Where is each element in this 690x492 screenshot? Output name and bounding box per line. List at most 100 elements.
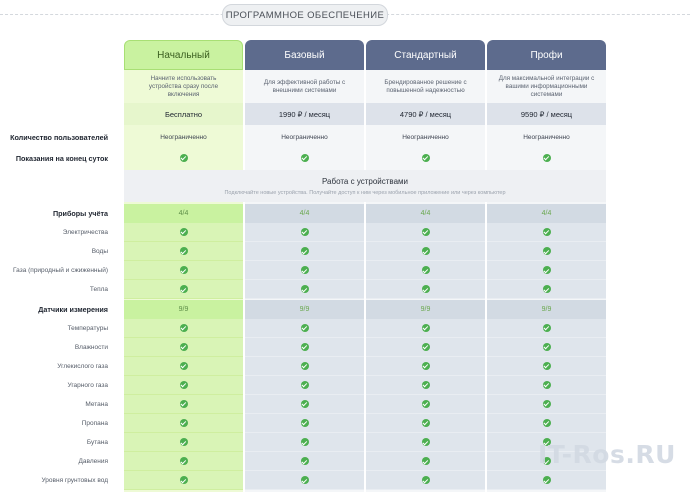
feature-check xyxy=(124,452,243,472)
check-icon xyxy=(542,342,551,351)
check-icon xyxy=(300,285,309,294)
check-icon xyxy=(421,438,430,447)
plan-description: Начните использовать устройства сразу по… xyxy=(148,75,219,98)
plan-description: Для эффективной работы с внешними систем… xyxy=(263,79,346,94)
check-icon xyxy=(421,400,430,409)
feature-check xyxy=(487,395,606,415)
plan-price: 4790 ₽ / месяц xyxy=(366,103,485,125)
feature-check xyxy=(245,242,364,262)
group-label: Датчики измерения xyxy=(38,304,108,314)
feature-check xyxy=(124,414,243,434)
group-count: 9/9 xyxy=(487,299,606,319)
feature-check xyxy=(124,318,243,338)
feature-label: Бутана xyxy=(86,439,108,447)
check-icon xyxy=(179,476,188,485)
work-section-subtitle: Подключайте новые устройства. Получайте … xyxy=(224,189,506,196)
plan-header-0[interactable]: Начальный xyxy=(124,40,243,70)
feature-label: Пропана xyxy=(81,420,108,428)
feature-check xyxy=(124,471,243,491)
plan-price: 9590 ₽ / месяц xyxy=(487,103,606,125)
check-icon xyxy=(179,361,188,370)
watermark-text: IT-Ros.RU xyxy=(538,440,676,469)
plan-price: Бесплатно xyxy=(124,103,243,125)
feature-check xyxy=(366,261,485,281)
check-icon xyxy=(300,457,309,466)
check-icon xyxy=(421,228,430,237)
feature-label: Уровня грунтовых вод xyxy=(41,477,108,485)
feature-label: Угарного газа xyxy=(67,381,108,389)
check-icon xyxy=(300,266,309,275)
feature-check xyxy=(245,337,364,357)
feature-check xyxy=(245,471,364,491)
check-icon xyxy=(542,457,551,466)
plan-description: Для максимальной интеграции с вашими инф… xyxy=(498,75,595,98)
feature-check xyxy=(487,337,606,357)
plan-header-2[interactable]: Стандартный xyxy=(366,40,485,70)
check-icon xyxy=(179,247,188,256)
group-count: 4/4 xyxy=(366,204,485,224)
check-icon xyxy=(542,361,551,370)
plan-header-3[interactable]: Профи xyxy=(487,40,606,70)
check-icon xyxy=(421,419,430,428)
feature-check xyxy=(487,318,606,338)
check-icon xyxy=(300,400,309,409)
feature-check xyxy=(124,337,243,357)
feature-check xyxy=(366,318,485,338)
check-icon xyxy=(300,380,309,389)
check-icon xyxy=(300,342,309,351)
check-icon xyxy=(179,154,188,162)
feature-label: Углекислого газа xyxy=(57,362,108,370)
check-icon xyxy=(300,438,309,447)
feature-check xyxy=(366,375,485,395)
check-icon xyxy=(542,438,551,447)
feature-label: Давления xyxy=(78,458,108,466)
feature-check xyxy=(245,223,364,243)
readings-check xyxy=(124,148,243,168)
check-icon xyxy=(421,380,430,389)
feature-check xyxy=(366,337,485,357)
feature-check xyxy=(124,223,243,243)
feature-label: Электричества xyxy=(62,229,108,237)
plan-description: Брендированное решение с повышенной наде… xyxy=(384,79,467,94)
group-count: 4/4 xyxy=(487,204,606,224)
feature-check xyxy=(245,318,364,338)
feature-check xyxy=(366,242,485,262)
check-icon xyxy=(179,228,188,237)
check-icon xyxy=(300,419,309,428)
users-value: Неограниченно xyxy=(245,127,364,147)
check-icon xyxy=(179,457,188,466)
feature-check xyxy=(366,414,485,434)
feature-check xyxy=(487,242,606,262)
feature-check xyxy=(487,452,606,472)
feature-check xyxy=(366,433,485,453)
feature-check xyxy=(487,223,606,243)
group-count: 9/9 xyxy=(245,299,364,319)
plan-header-1[interactable]: Базовый xyxy=(245,40,364,70)
check-icon xyxy=(179,266,188,275)
check-icon xyxy=(179,323,188,332)
check-icon xyxy=(179,419,188,428)
check-icon xyxy=(179,400,188,409)
group-label: Приборы учёта xyxy=(52,209,108,219)
row-label-readings: Показания на конец суток xyxy=(15,153,108,163)
feature-check xyxy=(124,433,243,453)
feature-label: Температуры xyxy=(67,324,108,332)
check-icon xyxy=(421,154,430,162)
feature-check xyxy=(366,471,485,491)
check-icon xyxy=(300,361,309,370)
feature-check xyxy=(124,242,243,262)
feature-check xyxy=(487,356,606,376)
check-icon xyxy=(179,342,188,351)
feature-check xyxy=(487,280,606,300)
feature-label: Газа (природный и сжиженный) xyxy=(13,267,108,275)
check-icon xyxy=(542,476,551,485)
check-icon xyxy=(542,400,551,409)
readings-check xyxy=(366,148,485,168)
check-icon xyxy=(300,228,309,237)
check-icon xyxy=(421,285,430,294)
check-icon xyxy=(421,266,430,275)
check-icon xyxy=(179,438,188,447)
check-icon xyxy=(300,323,309,332)
